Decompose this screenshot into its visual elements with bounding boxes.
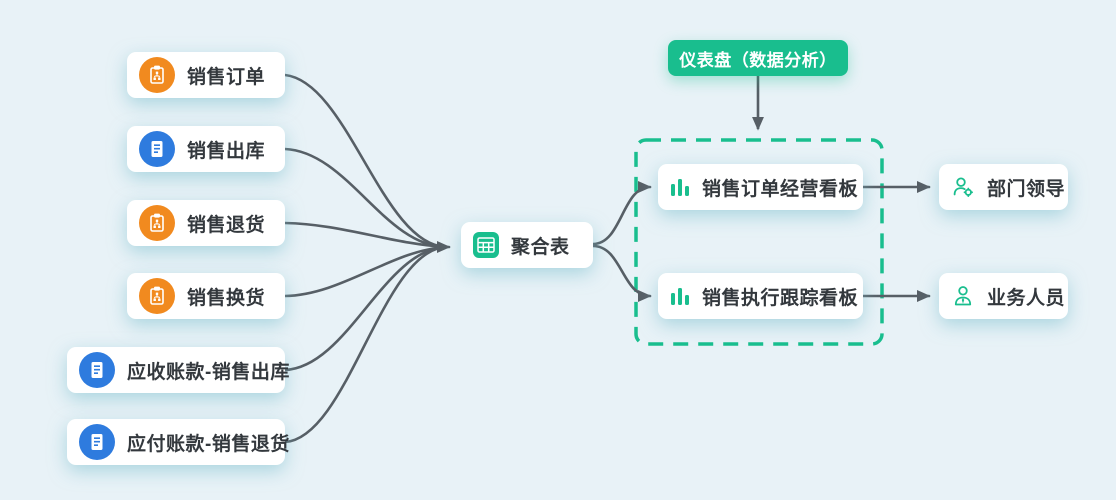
document-icon — [79, 352, 115, 388]
dashboard-group-border — [634, 138, 884, 346]
receivable-outbound-node[interactable]: 应收账款-销售出库 — [67, 347, 289, 393]
document-icon — [79, 424, 115, 460]
node-label: 销售订单经营看板 — [702, 178, 859, 200]
sales-order-dashboard-node[interactable]: 销售订单经营看板 — [658, 164, 863, 210]
bar-chart-icon — [670, 177, 690, 197]
node-label: 销售换货 — [187, 287, 266, 309]
dashboard-badge[interactable]: 仪表盘（数据分析） — [668, 40, 848, 76]
aggregate-to-dashboard-edges — [591, 181, 652, 302]
clipboard-flow-icon — [139, 57, 175, 93]
table-grid-icon — [473, 232, 499, 258]
node-label: 销售订单 — [187, 66, 266, 88]
sales-order-node[interactable]: 销售订单 — [127, 52, 285, 98]
node-label: 应收账款-销售出库 — [127, 361, 290, 383]
source-to-aggregate-edges — [283, 73, 451, 444]
dashboard-to-role-edges — [861, 180, 931, 303]
user-gear-icon — [951, 175, 975, 199]
node-label: 销售退货 — [187, 214, 266, 236]
clipboard-flow-icon — [139, 205, 175, 241]
node-label: 应付账款-销售退货 — [127, 433, 290, 455]
node-label: 聚合表 — [511, 236, 570, 258]
business-staff-node[interactable]: 业务人员 — [939, 273, 1068, 319]
node-label: 业务人员 — [987, 287, 1066, 309]
payable-return-node[interactable]: 应付账款-销售退货 — [67, 419, 289, 465]
node-label: 部门领导 — [987, 178, 1066, 200]
sales-return-node[interactable]: 销售退货 — [127, 200, 285, 246]
badge-label: 仪表盘（数据分析） — [679, 50, 837, 70]
sales-tracking-dashboard-node[interactable]: 销售执行跟踪看板 — [658, 273, 863, 319]
sales-exchange-node[interactable]: 销售换货 — [127, 273, 285, 319]
node-label: 销售执行跟踪看板 — [702, 287, 859, 309]
node-label: 销售出库 — [187, 140, 266, 162]
aggregate-table-node[interactable]: 聚合表 — [461, 222, 593, 268]
clipboard-flow-icon — [139, 278, 175, 314]
user-icon — [951, 284, 975, 308]
bar-chart-icon — [670, 286, 690, 306]
document-icon — [139, 131, 175, 167]
department-leader-node[interactable]: 部门领导 — [939, 164, 1068, 210]
sales-outbound-node[interactable]: 销售出库 — [127, 126, 285, 172]
